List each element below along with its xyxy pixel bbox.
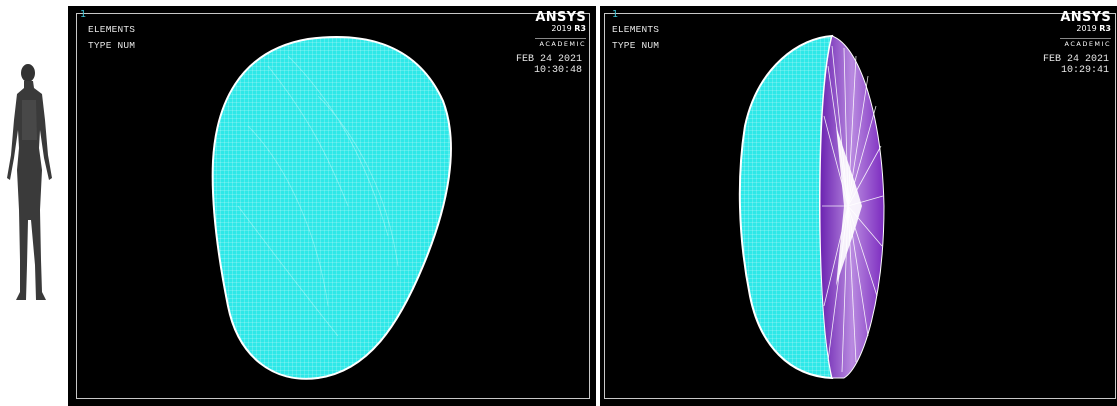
human-silhouette-icon	[7, 64, 52, 300]
timestamp: FEB 24 2021 10:29:41	[1043, 54, 1109, 76]
elements-label: ELEMENTS	[88, 24, 136, 35]
ansys-viewport-right[interactable]: 1 ELEMENTS TYPE NUM ANSYS 2019 R3 ACADEM…	[600, 6, 1117, 406]
edition-label: ACADEMIC	[535, 38, 586, 48]
edition-label: ACADEMIC	[1060, 38, 1111, 48]
date-text: FEB 24 2021	[1042, 54, 1109, 65]
ansys-viewport-left[interactable]: 1 ELEMENTS TYPE NUM ANSYS 2019 R3 ACADEM…	[68, 6, 596, 406]
viewport-frame	[76, 13, 590, 399]
date-text: FEB 24 2021	[515, 54, 582, 65]
type-num-label: TYPE NUM	[612, 40, 660, 51]
ansys-logo: ANSYS 2019 R3 ACADEMIC	[535, 11, 586, 48]
window-number: 1	[80, 9, 87, 20]
mesh-model-full	[211, 36, 452, 380]
ansys-version: 2019 R3	[1076, 24, 1111, 33]
ansys-version: 2019 R3	[551, 24, 586, 33]
ansys-logo: ANSYS 2019 R3 ACADEMIC	[1060, 11, 1111, 48]
ansys-brand-text: ANSYS	[1060, 10, 1111, 25]
timestamp: FEB 24 2021 10:30:48	[516, 54, 582, 76]
ansys-brand-text: ANSYS	[535, 10, 586, 25]
time-text: 10:30:48	[533, 65, 582, 76]
mesh-model-cut	[738, 34, 885, 380]
elements-label: ELEMENTS	[612, 24, 660, 35]
window-number: 1	[612, 9, 619, 20]
time-text: 10:29:41	[1060, 65, 1109, 76]
type-num-label: TYPE NUM	[88, 40, 136, 51]
viewport-frame	[604, 13, 1116, 399]
